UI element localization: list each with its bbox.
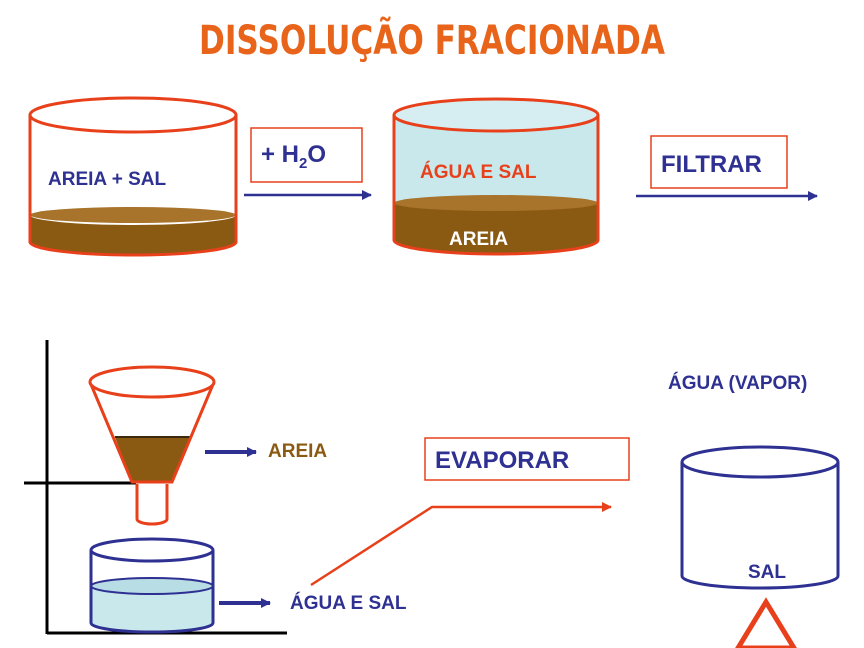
salt-residue-label: SAL — [748, 562, 786, 583]
evaporate-arrow — [310, 502, 612, 587]
evaporate-box — [424, 437, 630, 481]
page-title: DISSOLUÇÃO FRACIONADA — [199, 15, 665, 64]
funnel — [88, 365, 216, 526]
filter-box — [650, 135, 788, 189]
flame-triangle-icon — [735, 597, 797, 648]
water-vapor-label: ÁGUA (VAPOR) — [668, 372, 807, 394]
filter-step: FILTRAR — [636, 135, 818, 201]
beaker-filtrate — [89, 537, 215, 634]
add-water-step: + H2O — [244, 127, 372, 200]
beaker-water-sand: ÁGUA E SAL AREIA — [392, 97, 600, 256]
sand-layer-label: AREIA — [449, 229, 508, 250]
evaporate-label: EVAPORAR — [435, 447, 569, 474]
arrow-to-filtrate: ÁGUA E SAL — [219, 592, 407, 614]
filtrate-label: ÁGUA E SAL — [290, 592, 407, 614]
beaker-salt-residue: SAL — [680, 445, 840, 590]
filter-label: FILTRAR — [661, 151, 762, 178]
beaker-sand-salt-label: AREIA + SAL — [48, 169, 166, 190]
add-water-label: + H2O — [261, 141, 326, 172]
arrow-to-sand-residue: AREIA — [205, 441, 327, 462]
sand-residue-label: AREIA — [268, 441, 327, 462]
beaker-sand-salt: AREIA + SAL — [28, 96, 238, 257]
water-salt-layer-label: ÁGUA E SAL — [420, 161, 537, 183]
add-water-box — [250, 127, 363, 183]
evaporate-step: EVAPORAR — [310, 437, 630, 587]
